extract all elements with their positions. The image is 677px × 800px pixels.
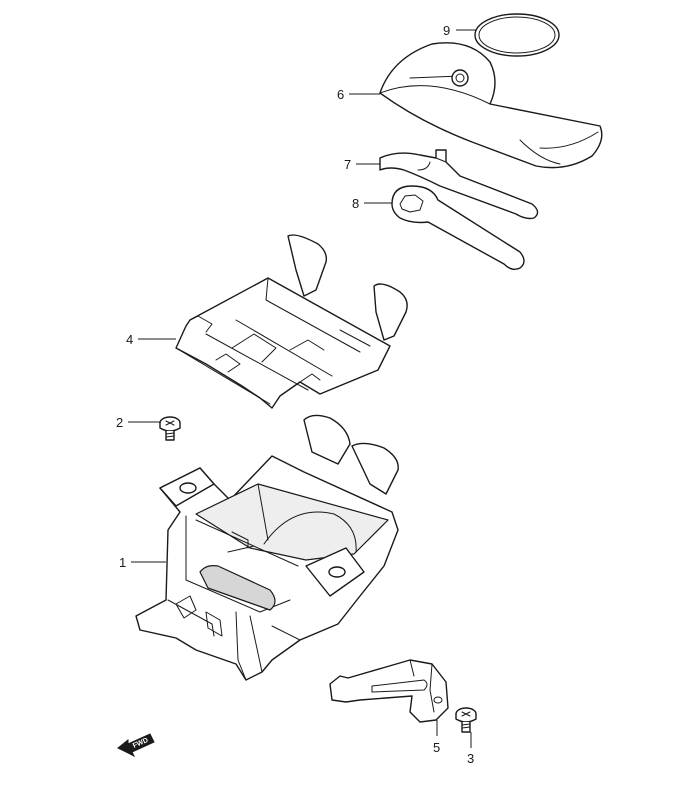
callout-2: 2 [116,415,123,430]
callout-5: 5 [433,740,440,755]
part-6-tool-bag [379,42,603,169]
part-8-ring-wrench [391,185,525,271]
callout-labels: 9 6 7 8 4 2 1 5 3 [116,23,474,766]
part-4-tool-tray [175,234,408,409]
callout-7: 7 [344,157,351,172]
part-1-tool-box [135,414,399,681]
callout-3: 3 [467,751,474,766]
part-5-bracket [329,659,449,723]
part-2-screw [159,416,181,441]
callout-9: 9 [443,23,450,38]
part-7-spanner [379,149,539,220]
part-9-o-ring [474,13,560,57]
callout-6: 6 [337,87,344,102]
fwd-arrow-icon: FWD [117,733,155,758]
callout-1: 1 [119,555,126,570]
callout-4: 4 [126,332,133,347]
callout-8: 8 [352,196,359,211]
part-3-bolt [455,707,477,733]
leader-lines [128,29,476,748]
